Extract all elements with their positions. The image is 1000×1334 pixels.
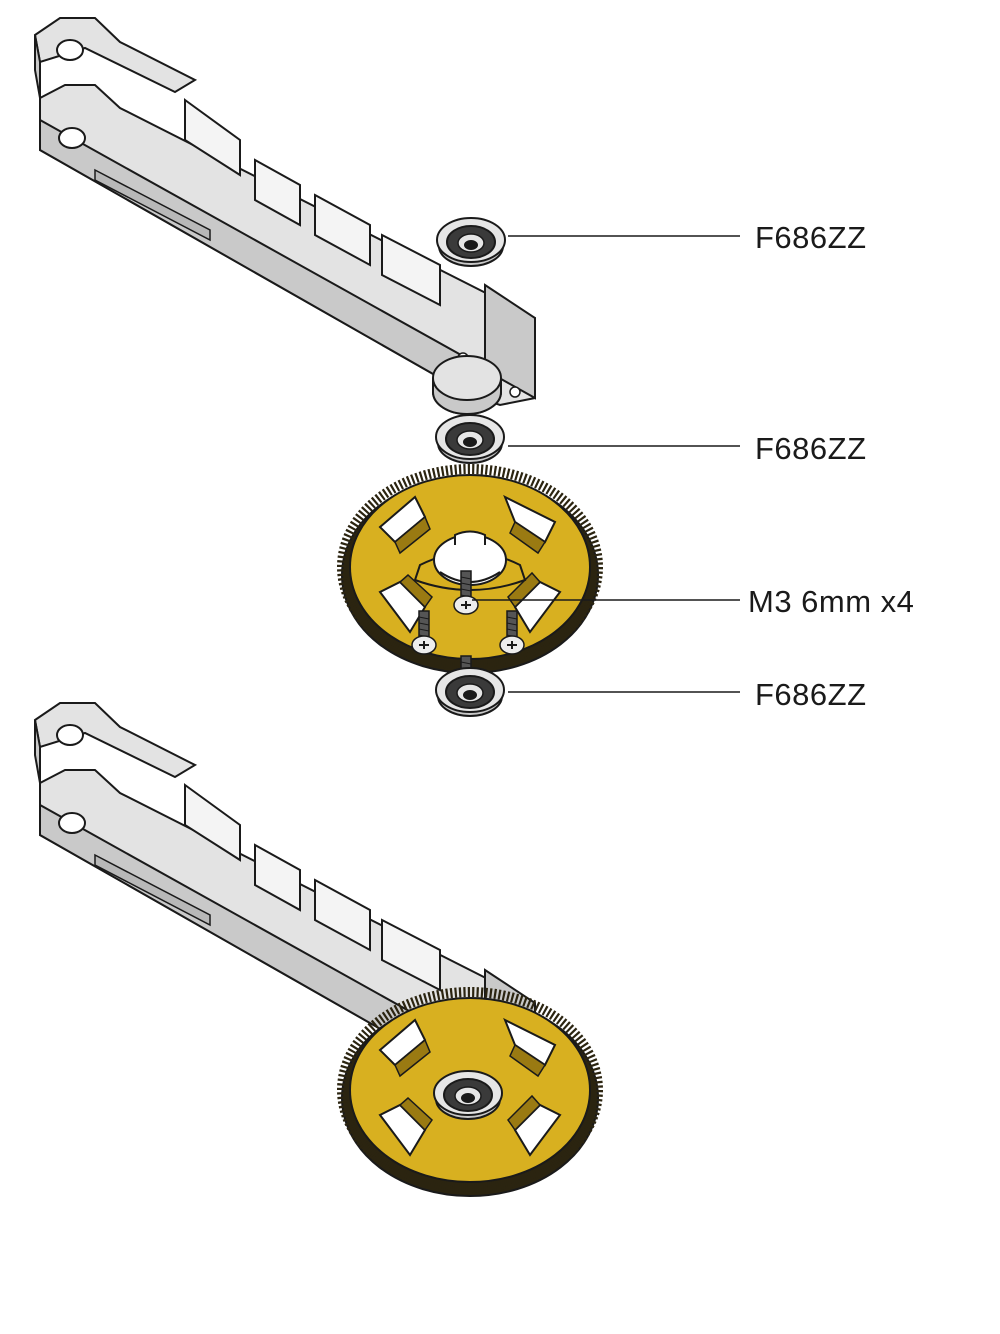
arm-top xyxy=(34,17,536,406)
arm-top-hub xyxy=(432,355,502,415)
label-screws: M3 6mm x4 xyxy=(748,584,914,619)
label-bearing-middle: F686ZZ xyxy=(755,431,867,466)
bearing-bottom xyxy=(435,667,505,717)
bearing-top xyxy=(436,217,506,267)
bearing-middle xyxy=(435,414,505,464)
bearing-assembled xyxy=(433,1070,503,1120)
label-bearing-top: F686ZZ xyxy=(755,220,867,255)
label-bearing-bottom: F686ZZ xyxy=(755,677,867,712)
